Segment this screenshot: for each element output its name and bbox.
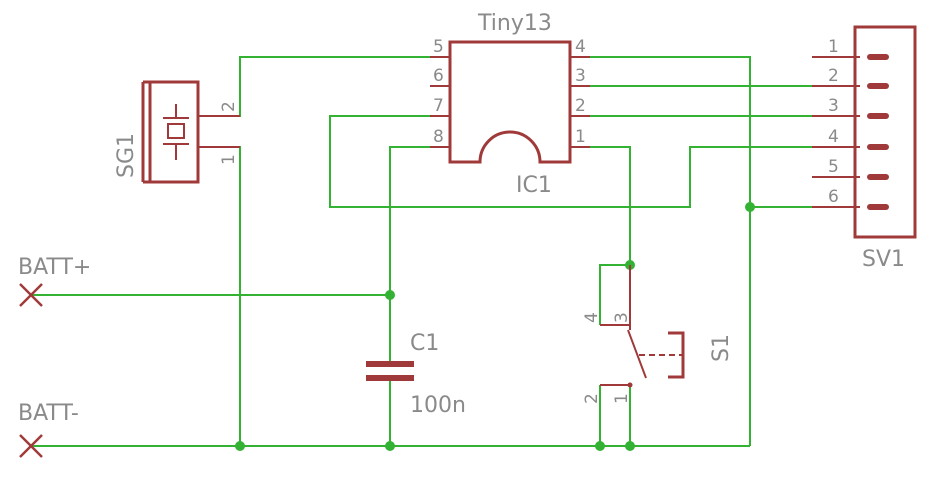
s1-pin-number: 1 — [612, 393, 632, 404]
c1-value: 100n — [410, 393, 466, 418]
ic1-pin-number: 7 — [433, 96, 444, 116]
sv1-pin-number: 4 — [828, 127, 839, 147]
c1-ref: C1 — [410, 331, 439, 356]
junctions — [235, 202, 755, 451]
ic1-pin-number: 8 — [433, 127, 444, 147]
ic1-pin-number: 5 — [433, 37, 444, 57]
sv1-ref: SV1 — [862, 247, 905, 272]
s1-pivot — [627, 382, 633, 388]
sg1-pin-number: 1 — [219, 154, 239, 165]
net-ic4-gnd — [590, 56, 751, 446]
c1-component[interactable]: C1 100n — [366, 331, 466, 418]
junction-dot — [385, 441, 395, 451]
ic1-ref: IC1 — [516, 173, 552, 198]
sg1-ref: SG1 — [114, 133, 139, 178]
net-ic1-s1 — [590, 146, 631, 265]
sv1-pin-number: 5 — [828, 157, 839, 177]
sv1-pin-number: 3 — [828, 96, 839, 116]
ic1-pin-number: 2 — [575, 96, 586, 116]
s1-ref: S1 — [709, 334, 734, 362]
s1-component[interactable]: S1 4 3 2 1 — [582, 265, 734, 404]
net-s1-pin4 — [599, 264, 630, 325]
net-sg1-gnd — [198, 146, 241, 446]
sv1-pin-number: 1 — [828, 37, 839, 57]
junction-dot — [595, 441, 605, 451]
batt-minus-label: BATT- — [18, 401, 79, 426]
net-ic7-sv4 — [329, 115, 832, 208]
ic1-pin-number: 1 — [575, 127, 586, 147]
batt-plus-label: BATT+ — [18, 255, 91, 280]
ic1-body — [448, 40, 572, 164]
s1-pin-number: 3 — [612, 312, 632, 323]
junction-dot — [385, 290, 395, 300]
sv1-component[interactable]: 1 2 3 4 5 6 SV1 — [812, 25, 917, 272]
net-ic8-vcc — [389, 146, 430, 295]
batt-minus-terminal[interactable]: BATT- — [18, 401, 79, 458]
ic1-pin-number: 6 — [433, 66, 444, 86]
s1-actuator — [668, 331, 685, 379]
sv1-pin-number: 2 — [828, 66, 839, 86]
sg1-crystal — [167, 123, 185, 139]
sg1-component[interactable]: SG1 2 1 — [114, 80, 240, 184]
s1-pin-number: 2 — [582, 393, 602, 404]
terminal-x-icon — [19, 434, 43, 458]
junction-dot — [235, 441, 245, 451]
junction-dot — [745, 202, 755, 212]
ic1-pin-number: 4 — [575, 37, 586, 57]
sg1-pin-number: 2 — [219, 101, 239, 112]
terminal-x-icon — [19, 283, 43, 307]
sv1-pins — [812, 54, 889, 210]
ic1-value: Tiny13 — [477, 11, 552, 36]
sv1-body — [853, 25, 917, 239]
ic1-pin-number: 3 — [575, 66, 586, 86]
junction-dot — [625, 441, 635, 451]
s1-lever — [627, 329, 647, 379]
batt-plus-terminal[interactable]: BATT+ — [18, 255, 91, 307]
sg1-body — [148, 80, 200, 184]
sv1-pin-number: 6 — [828, 187, 839, 207]
ic1-component[interactable]: Tiny13 IC1 5 6 7 8 4 3 2 1 — [430, 11, 590, 198]
s1-pin-number: 4 — [582, 312, 602, 323]
